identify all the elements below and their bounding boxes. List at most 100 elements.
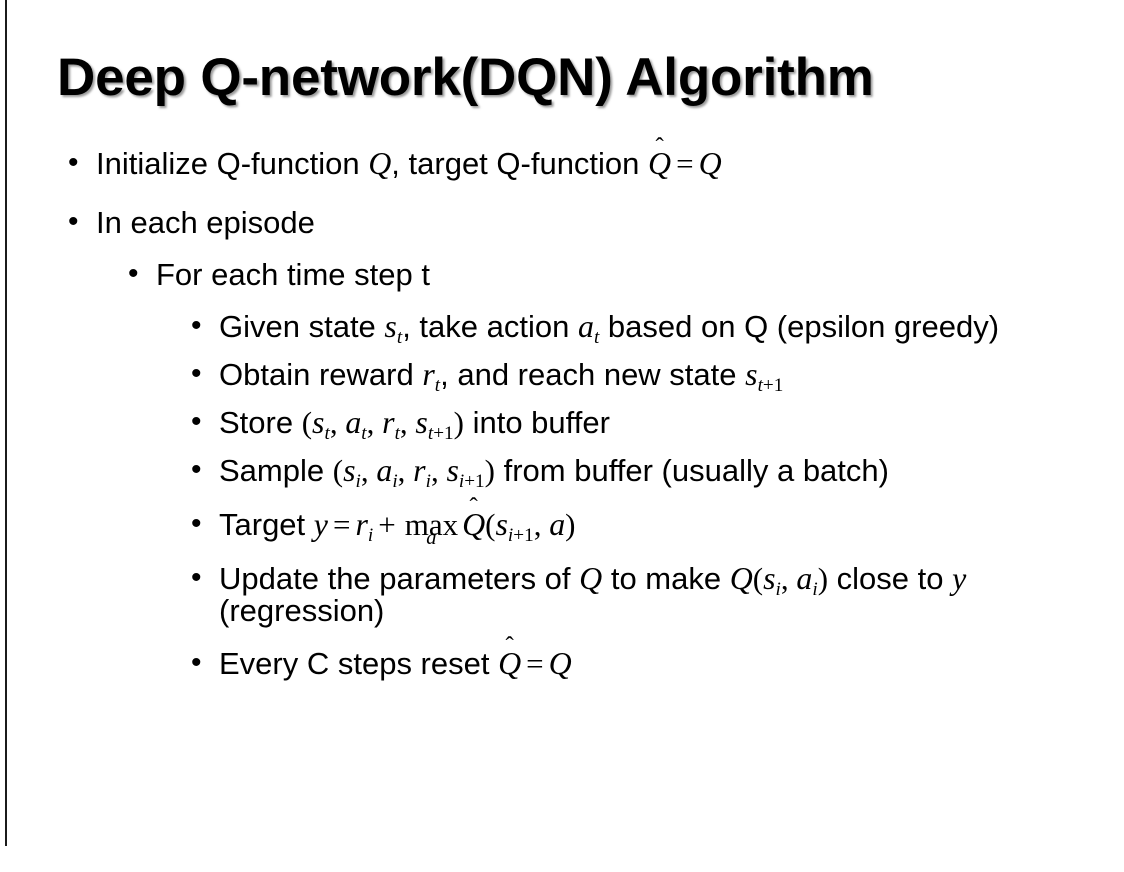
math-paren-close: ) — [817, 560, 829, 596]
left-edge-rule — [5, 0, 7, 846]
bullet-dot-icon: • — [191, 506, 202, 540]
math-comma: , — [329, 404, 346, 440]
sub-base: i — [458, 470, 465, 492]
math-var-s: s — [763, 560, 776, 596]
math-comma: , — [430, 452, 447, 488]
bullet-dot-icon: • — [191, 645, 202, 679]
math-paren-close: ) — [484, 452, 495, 488]
text-fragment: Sample — [219, 452, 333, 488]
text-fragment: Initialize Q-function — [96, 146, 369, 181]
bullet-item-initialize: • Initialize Q-function Q, target Q-func… — [0, 148, 1124, 180]
text-fragment: Update the parameters of — [219, 560, 580, 596]
bullet-item-obtain-reward: • Obtain reward rt, and reach new state … — [0, 356, 1124, 394]
math-var-qhat-base: Q — [648, 146, 672, 181]
math-sub-t: t — [434, 374, 441, 396]
text-fragment: Obtain reward — [219, 356, 423, 392]
text-fragment: into buffer — [463, 404, 610, 440]
bullet-item-every-c-steps: • Every C steps reset ̂Q=Q — [0, 645, 1124, 681]
bullet-item-target-equation: • Target y=ri+maxâQ(si+1, a) — [0, 506, 1124, 548]
bullet-text: Store (st, at, rt, st+1) into buffer — [219, 404, 1084, 442]
sub-offset: +1 — [464, 470, 485, 492]
text-fragment: , target Q-function — [391, 146, 649, 181]
bullet-dot-icon: • — [191, 404, 202, 438]
math-paren-open: ( — [485, 506, 496, 542]
math-sub-i-plus-1: i+1 — [459, 471, 485, 492]
bullet-item-store-buffer: • Store (st, at, rt, st+1) into buffer — [0, 404, 1124, 442]
math-equals: = — [332, 506, 351, 542]
math-sub-i: i — [812, 578, 818, 600]
math-equals: = — [526, 645, 544, 681]
bullet-item-given-state: • Given state st, take action at based o… — [0, 308, 1124, 346]
math-var-y: y — [952, 560, 967, 596]
math-comma: , — [399, 404, 416, 440]
bullet-dot-icon: • — [191, 560, 202, 594]
math-equals: = — [676, 146, 694, 181]
page-title: Deep Q-network(DQN) Algorithm — [57, 48, 874, 107]
sub-offset: +1 — [762, 374, 784, 396]
math-var-y: y — [313, 506, 328, 542]
text-fragment: from buffer (usually a batch) — [494, 452, 889, 488]
math-plus: + — [378, 506, 396, 542]
math-sub-t: t — [593, 326, 600, 348]
math-q-hat: ̂Q — [462, 506, 486, 542]
math-var-qhat-base: Q — [498, 645, 522, 681]
sub-base: i — [507, 524, 514, 546]
sub-base: t — [427, 422, 434, 444]
math-var-qhat-base: Q — [462, 506, 486, 542]
math-var-s: s — [384, 308, 397, 344]
bullet-item-update-parameters: • Update the parameters of Q to make Q(s… — [0, 560, 1124, 625]
math-var-s: s — [495, 506, 508, 542]
math-paren-close: ) — [565, 506, 576, 542]
text-fragment: , take action — [402, 308, 578, 344]
math-var-s: s — [312, 404, 325, 440]
math-var-q: Q — [368, 146, 392, 181]
math-sub-i: i — [392, 470, 398, 492]
math-paren-open: ( — [752, 560, 764, 596]
math-comma: , — [780, 560, 797, 596]
math-sub-t: t — [396, 326, 403, 348]
math-var-r: r — [382, 404, 395, 440]
math-sub-i: i — [355, 470, 361, 492]
bullet-dot-icon: • — [68, 146, 79, 179]
math-var-q: Q — [579, 560, 603, 596]
max-underset-a: a — [426, 526, 437, 549]
text-fragment: to make — [602, 560, 730, 596]
text-fragment: based on Q (epsilon greedy) — [599, 308, 1000, 344]
sub-offset: +1 — [513, 524, 534, 546]
math-var-a: a — [376, 452, 393, 488]
sub-base: t — [757, 374, 763, 396]
math-sub-i-plus-1: i+1 — [508, 524, 534, 545]
text-fragment: , and reach new state — [440, 356, 746, 392]
math-var-a: a — [345, 404, 362, 440]
math-var-s: s — [745, 356, 758, 392]
math-var-s: s — [343, 452, 356, 488]
math-sub-t: t — [361, 422, 367, 444]
math-var-q2: Q — [729, 560, 753, 596]
bullet-dot-icon: • — [191, 308, 202, 342]
math-var-r: r — [422, 356, 435, 392]
math-comma: , — [533, 506, 550, 542]
math-var-a: a — [577, 308, 594, 344]
math-var-a: a — [549, 506, 566, 542]
math-var-r: r — [355, 506, 368, 542]
math-var-s-next: s — [446, 452, 459, 488]
math-sub-t: t — [394, 422, 400, 444]
math-paren-close: ) — [453, 404, 464, 440]
bullet-item-each-episode: • In each episode — [0, 204, 1124, 240]
bullet-text: In each episode — [96, 204, 315, 240]
text-fragment: Given state — [219, 308, 385, 344]
math-q-hat: ̂Q — [648, 148, 671, 180]
math-var-s-next: s — [415, 404, 428, 440]
bullet-dot-icon: • — [128, 256, 139, 290]
bullet-item-each-time-step: • For each time step t — [0, 256, 1124, 290]
text-fragment: Store — [219, 404, 302, 440]
math-var-a: a — [796, 560, 813, 596]
math-paren-open: ( — [332, 452, 344, 488]
sub-offset: +1 — [433, 422, 454, 444]
bullet-text: Every C steps reset ̂Q=Q — [219, 645, 1084, 681]
max-label: max — [404, 506, 459, 542]
math-sub-t-plus-1: t+1 — [428, 423, 454, 444]
math-comma: , — [366, 404, 383, 440]
